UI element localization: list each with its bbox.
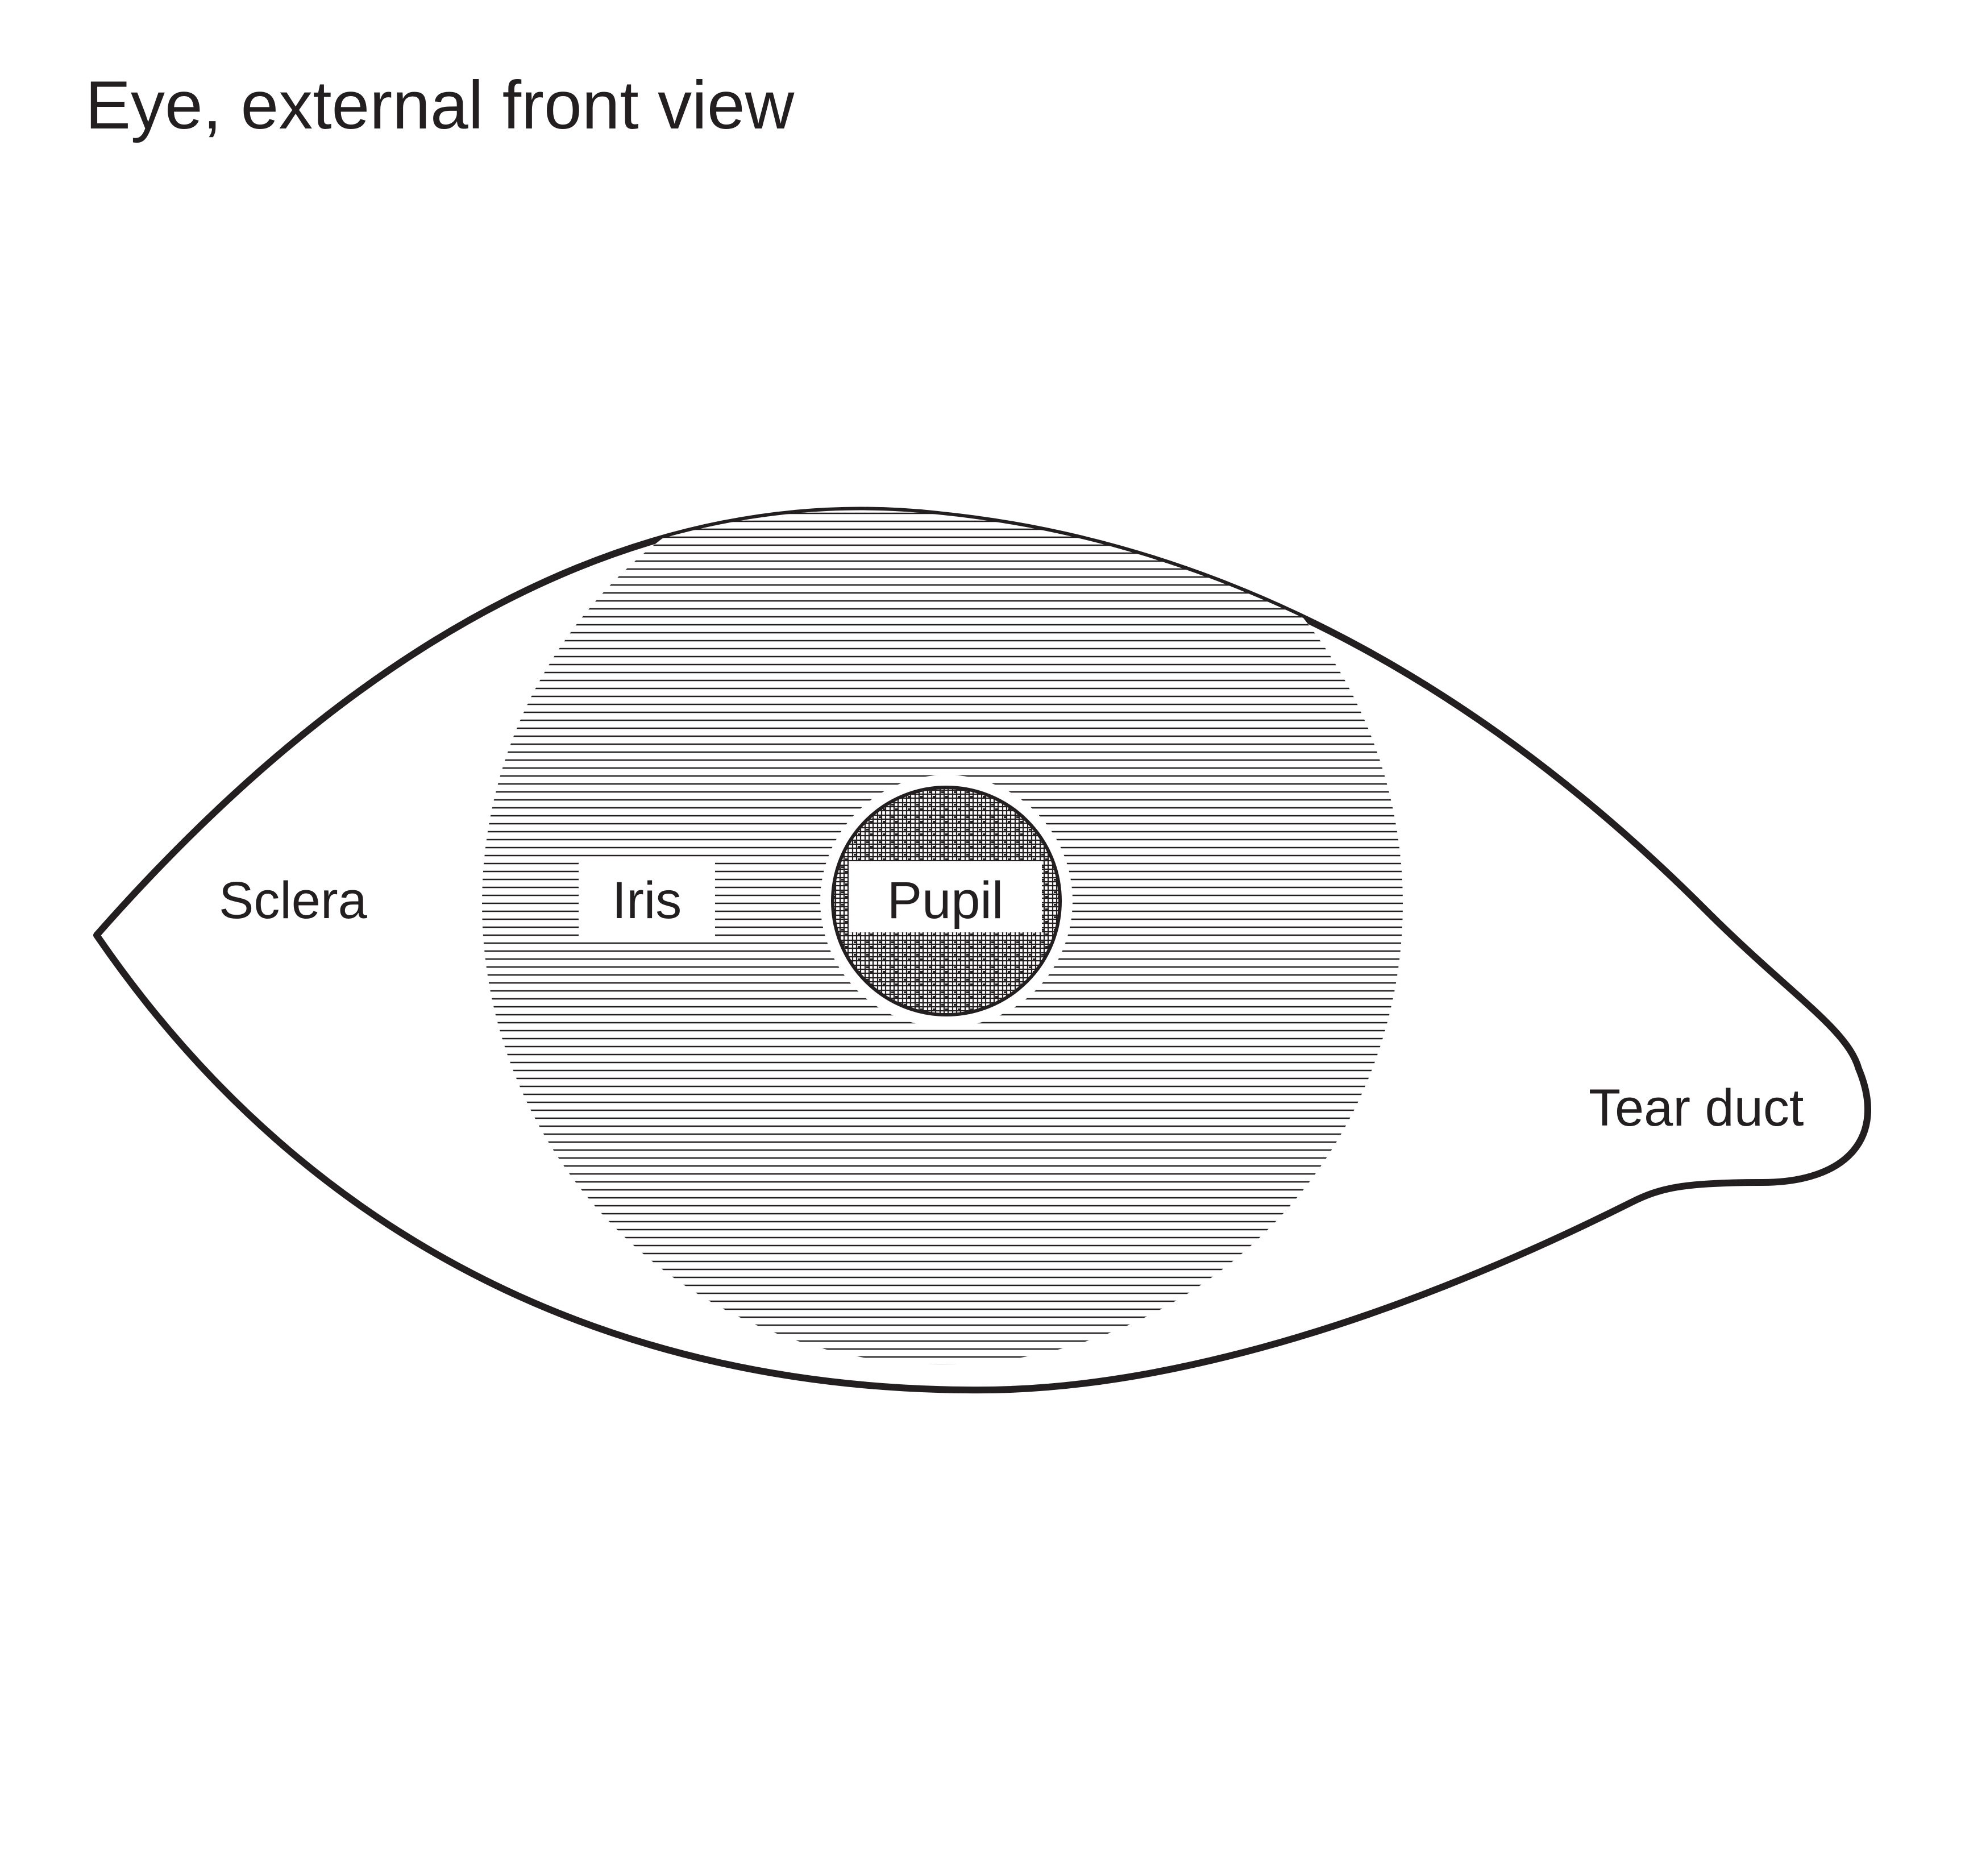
pupil-label-box	[849, 861, 1042, 932]
pupil-label: Pupil	[887, 871, 1004, 929]
page-title: Eye, external front view	[85, 67, 795, 143]
iris-label: Iris	[612, 871, 682, 929]
sclera-label: Sclera	[219, 871, 368, 929]
tear-duct-label: Tear duct	[1589, 1079, 1804, 1137]
iris-label-box	[579, 858, 715, 938]
